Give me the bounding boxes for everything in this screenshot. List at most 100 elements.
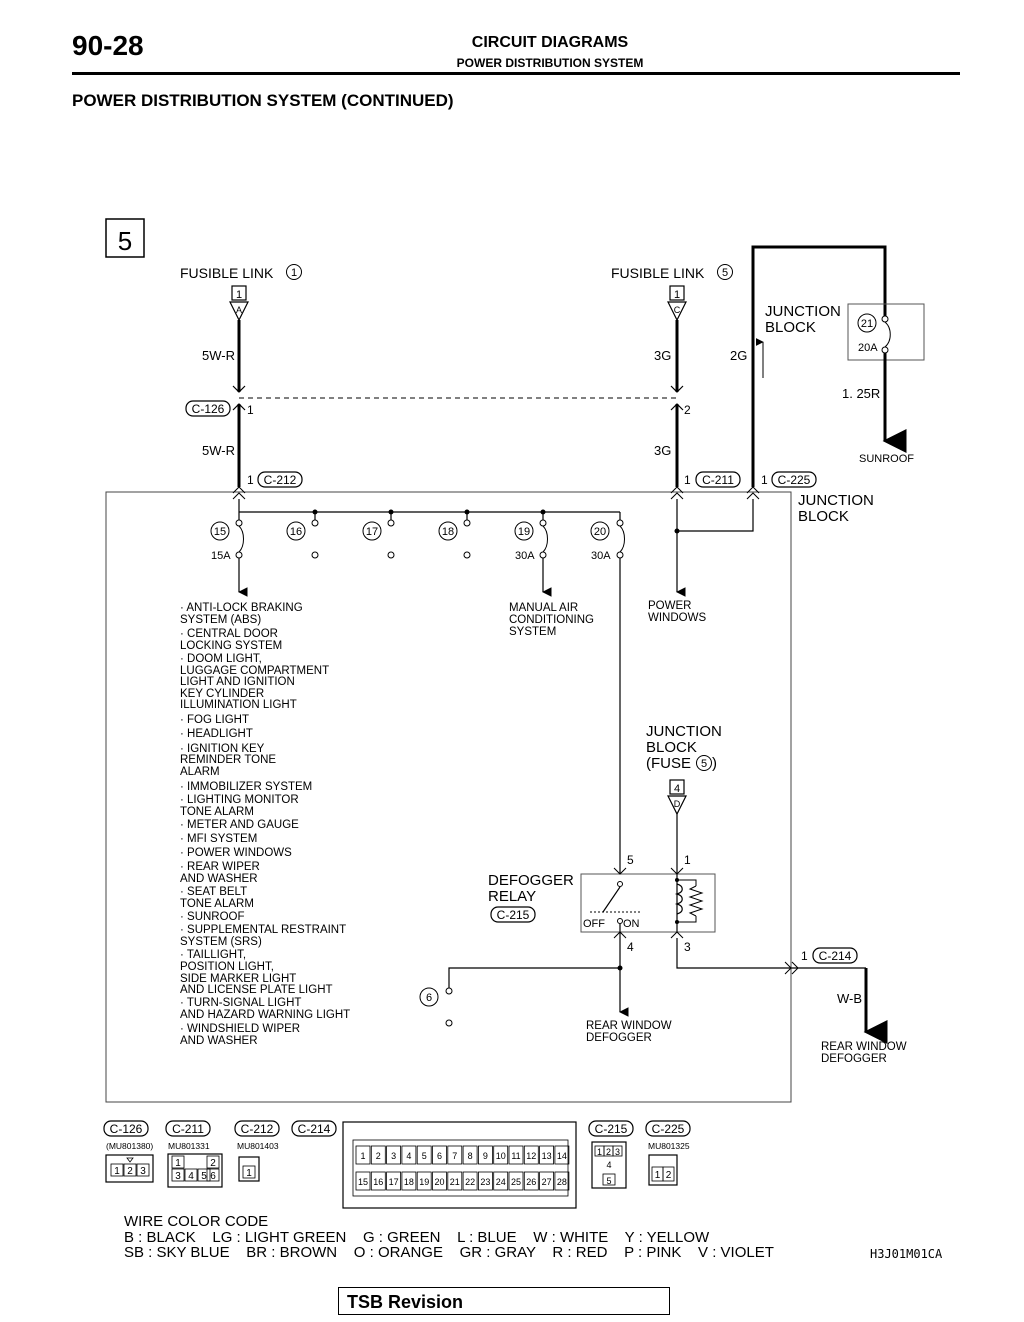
c214-pin-number: 28 [557, 1177, 567, 1187]
c214-pin-cell [523, 1145, 539, 1165]
c214-pin-number: 3 [391, 1151, 396, 1161]
svg-text:3: 3 [175, 1171, 181, 1182]
c214-pin-cell [493, 1145, 509, 1165]
loads-list-line: TONE ALARM [180, 806, 254, 818]
svg-text:4: 4 [606, 1160, 611, 1170]
svg-text:A: A [236, 305, 242, 315]
wire-color-code: WIRE COLOR CODE B : BLACK LG : LIGHT GRE… [124, 1214, 774, 1261]
c214-pin-cell [554, 1145, 570, 1165]
svg-text:17: 17 [366, 526, 378, 538]
fuse-6: 6 [419, 987, 453, 1027]
page-marker-box [105, 218, 145, 258]
svg-text:MU801331: MU801331 [168, 1141, 210, 1151]
header-rule [72, 72, 960, 75]
c214-pin-cell [355, 1145, 371, 1165]
c214-pin-cell [493, 1171, 509, 1191]
svg-text:30A: 30A [515, 550, 535, 562]
fuse-19: 19 30A [514, 519, 548, 562]
svg-text:1: 1 [175, 1158, 181, 1169]
svg-text:18: 18 [442, 526, 454, 538]
svg-text:19: 19 [518, 526, 530, 538]
c214-pin-cell [462, 1145, 478, 1165]
c214-pin-number: 23 [480, 1177, 490, 1187]
svg-text:2: 2 [684, 403, 691, 417]
loads-list-line: · ANTI-LOCK BRAKING [180, 602, 303, 614]
page-marker: 5 [118, 226, 132, 256]
loads-list-line: LOCKING SYSTEM [180, 640, 282, 652]
loads-list-line: · SEAT BELT [180, 886, 247, 898]
tsb-revision-box: TSB Revision [338, 1287, 670, 1315]
svg-text:1: 1 [247, 473, 254, 487]
svg-text:1: 1 [597, 1147, 602, 1157]
svg-text:C-225: C-225 [778, 473, 811, 487]
loads-list-line: · HEADLIGHT [180, 728, 253, 740]
c214-pin-number: 8 [468, 1151, 473, 1161]
svg-text:30A: 30A [591, 550, 611, 562]
svg-text:1: 1 [247, 403, 254, 417]
svg-text:2: 2 [210, 1158, 216, 1169]
c214-pin-number: 16 [373, 1177, 383, 1187]
manual-ac-label: MANUAL AIR CONDITIONING SYSTEM [509, 602, 597, 638]
svg-text:C-215: C-215 [497, 908, 530, 922]
svg-text:2: 2 [666, 1170, 672, 1181]
c214-pin-number: 25 [511, 1177, 521, 1187]
svg-text:5: 5 [627, 853, 634, 867]
c214-pin-cell [370, 1145, 386, 1165]
power-windows-label: POWER WINDOWS [648, 600, 706, 624]
svg-text:3: 3 [140, 1166, 146, 1177]
svg-text:1: 1 [246, 1168, 252, 1179]
c214-pin-cell [370, 1171, 386, 1191]
c214-pin-cell [386, 1171, 402, 1191]
loads-list-line: · SUNROOF [180, 911, 245, 923]
junction-block-fuse5: JUNCTION BLOCK (FUSE 5 ) 4 D [646, 723, 722, 816]
c214-pin-cell [508, 1145, 524, 1165]
fuse-17: 17 [362, 519, 395, 559]
connector-c225: C-225 MU801325 1 2 [645, 1120, 691, 1186]
svg-text:DEFOGGER: DEFOGGER [488, 872, 574, 889]
c212-label: 1 C-212 [247, 471, 303, 488]
c214-pin-number: 9 [483, 1151, 488, 1161]
svg-text:MU801325: MU801325 [648, 1141, 690, 1151]
svg-text:JUNCTION: JUNCTION [765, 303, 841, 320]
svg-text:6: 6 [210, 1171, 216, 1182]
loads-list-line: KEY CYLINDER [180, 688, 264, 700]
c214-pin-cell [432, 1145, 447, 1165]
loads-list-line: LIGHT AND IGNITION [180, 676, 295, 688]
c214-pin-cell [401, 1171, 417, 1191]
c211-label: 1 C-211 [684, 471, 741, 488]
section-title: POWER DISTRIBUTION SYSTEM (CONTINUED) [72, 91, 454, 110]
c214-pin-cell [416, 1145, 432, 1165]
c214-pin-cell [386, 1145, 402, 1165]
loads-list-line: AND LICENSE PLATE LIGHT [180, 984, 332, 996]
c214-pin-number: 21 [450, 1177, 460, 1187]
c214-pin-cell [539, 1145, 554, 1165]
svg-text:1: 1 [761, 473, 768, 487]
svg-text:): ) [712, 755, 717, 772]
svg-text:1: 1 [655, 1170, 661, 1181]
wire-color-code-line2: SB : SKY BLUE BR : BROWN O : ORANGE GR :… [124, 1244, 774, 1261]
svg-text:1: 1 [114, 1166, 120, 1177]
svg-text:C-214: C-214 [298, 1122, 331, 1136]
c214-pin-cell [447, 1145, 463, 1165]
svg-text:15: 15 [214, 526, 226, 538]
connector-c211: C-211 MU801331 1 2 3 4 5 6 [165, 1120, 223, 1188]
svg-text:5: 5 [701, 758, 707, 770]
svg-text:1: 1 [674, 289, 680, 301]
svg-text:C-214: C-214 [819, 949, 852, 963]
svg-text:1: 1 [291, 267, 297, 279]
loads-list-line: · FOG LIGHT [180, 714, 249, 726]
c214-pin-number: 10 [496, 1151, 506, 1161]
svg-text:1: 1 [684, 473, 691, 487]
loads-list-line: · TAILLIGHT, [180, 949, 246, 961]
loads-list-line: SYSTEM (SRS) [180, 936, 262, 948]
header-subtitle: POWER DISTRIBUTION SYSTEM [456, 56, 644, 70]
svg-text:5: 5 [606, 1176, 611, 1186]
wire-3g-label-2: 3G [654, 443, 671, 458]
fusible-link-5: FUSIBLE LINK 5 1 C [611, 264, 733, 322]
c214-pin-number: 24 [496, 1177, 506, 1187]
c214-pin-number: 11 [511, 1151, 520, 1161]
junction-block-top: JUNCTION BLOCK 21 20A [765, 303, 925, 361]
loads-list-line: AND HAZARD WARNING LIGHT [180, 1009, 350, 1021]
svg-text:4: 4 [674, 783, 680, 795]
